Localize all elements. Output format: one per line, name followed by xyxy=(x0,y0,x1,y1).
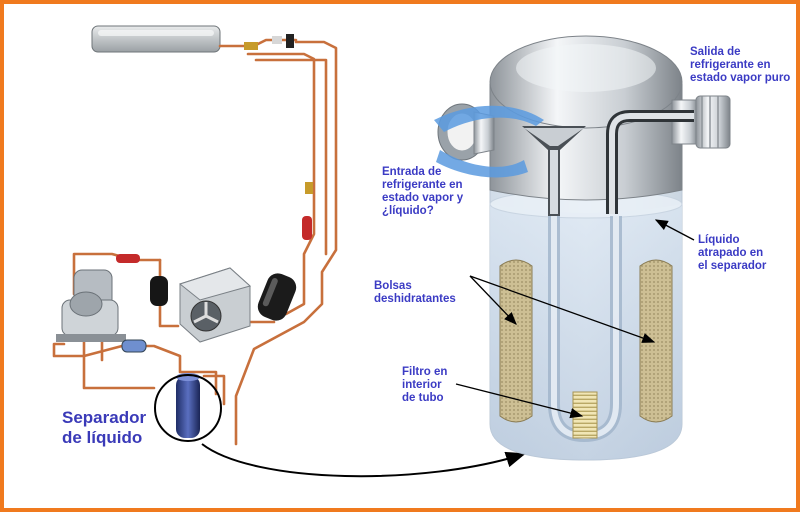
outlet-tube xyxy=(606,110,694,214)
filter-drier xyxy=(116,254,140,263)
receiver-tank xyxy=(150,276,168,306)
liquid-receiver xyxy=(257,273,297,321)
small-filter xyxy=(121,339,147,353)
inflow-arrow xyxy=(434,105,544,178)
inlet-tube xyxy=(522,126,586,216)
expansion-valve xyxy=(244,34,294,50)
desiccant-bag-right xyxy=(639,259,673,423)
label-filtro: Filtro en interior de tubo xyxy=(402,366,448,404)
desiccant-bag-left xyxy=(499,259,533,423)
label-salida: Salida de refrigerante en estado vapor p… xyxy=(690,46,791,84)
inline-filter xyxy=(305,182,313,194)
separator-vessel xyxy=(489,35,683,461)
label-liquido: Líquido atrapado en el separador xyxy=(698,234,767,272)
evaporator-unit xyxy=(91,25,221,53)
compressor xyxy=(56,269,126,342)
label-separador: Separador de líquido xyxy=(62,408,147,447)
inline-valve xyxy=(302,216,312,240)
label-entrada: Entrada de refrigerante en estado vapor … xyxy=(382,166,464,217)
highlight-circle xyxy=(154,374,222,442)
diagram-artwork xyxy=(52,25,731,478)
leader-lines xyxy=(455,219,695,419)
label-bolsas: Bolsas deshidratantes xyxy=(374,280,456,305)
connector-arrow xyxy=(201,443,526,478)
condenser-unit xyxy=(178,267,252,343)
liquid-separator-canister xyxy=(176,373,200,438)
